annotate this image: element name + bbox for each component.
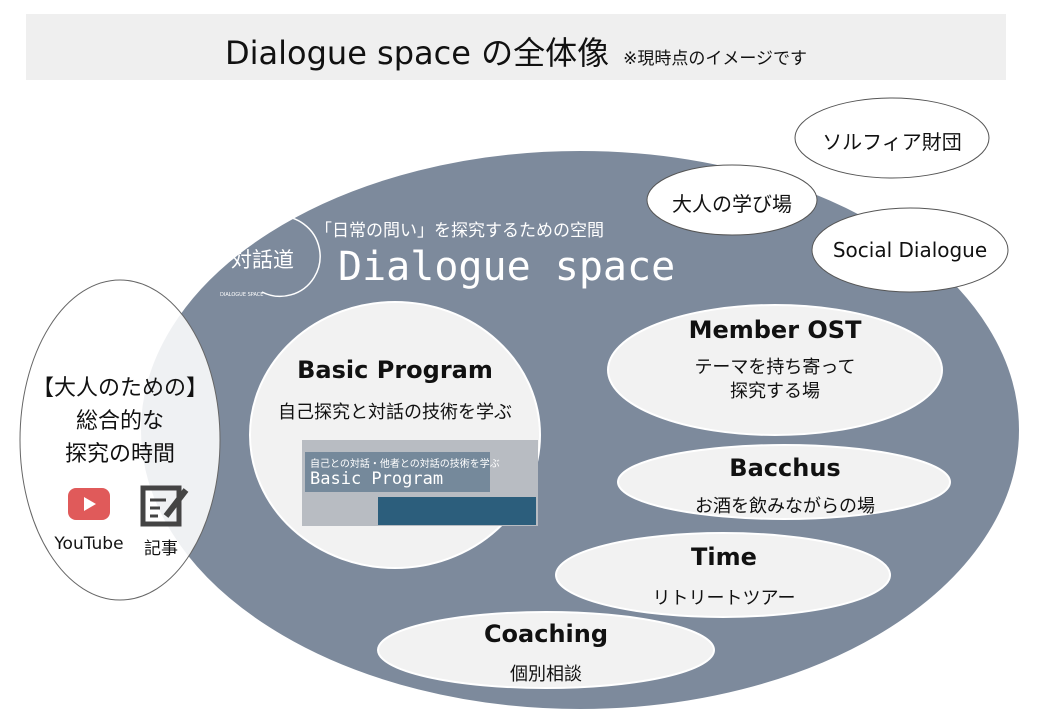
basic-program-title: Basic Program: [297, 356, 493, 384]
coaching-desc: 個別相談: [510, 664, 582, 685]
bacchus-desc: お酒を飲みながらの場: [695, 496, 875, 517]
member-ost-ellipse: [607, 304, 943, 436]
social-dialogue-ellipse: [811, 207, 1009, 293]
solfia-ellipse: [794, 97, 990, 179]
title-main: Dialogue space の全体像: [224, 34, 610, 72]
coaching-ellipse: [377, 611, 715, 689]
article-link[interactable]: 記事: [144, 539, 178, 559]
logo-ring: [249, 215, 321, 298]
outer-label-solfia: ソルフィア財団: [822, 130, 962, 154]
youtube-icon: [68, 488, 110, 520]
logo-ring-text: DIALOGUE SPACE: [220, 292, 264, 298]
member-ost-title: Member OST: [688, 316, 862, 344]
coaching-title: Coaching: [483, 620, 609, 648]
desc-line: テーマを持ち寄って: [694, 357, 856, 378]
desc-line: 探究する場: [730, 381, 820, 402]
bacchus-ellipse: [617, 444, 951, 520]
basic-program-subtitle: 自己探究と対話の技術を学ぶ: [278, 402, 512, 423]
logo-kanji: 対話道: [231, 248, 294, 272]
banner-image: [302, 440, 538, 526]
basic-program-circle: [249, 301, 541, 569]
logo-tagline: 「日常の問い」を探究するための空間: [315, 221, 604, 241]
left-line: 総合的な: [75, 409, 164, 434]
left-line: 探究の時間: [64, 442, 175, 467]
time-desc: リトリートツアー: [652, 588, 796, 609]
left-ellipse: [19, 279, 221, 601]
time-ellipse: [555, 532, 891, 618]
page-title: Dialogue space の全体像 ※現時点のイメージです: [26, 28, 1006, 74]
otona-ellipse: [646, 164, 818, 236]
bacchus-title: Bacchus: [729, 454, 841, 482]
time-title: Time: [691, 543, 757, 571]
outer-label-otona: 大人の学び場: [672, 192, 792, 216]
left-description: 【大人のための】 総合的な 探究の時間: [20, 372, 220, 471]
logo-name: Dialogue space: [338, 244, 676, 290]
banner-subtitle: 自己との対話・他者との対話の技術を学ぶ: [310, 459, 500, 470]
banner-title: Basic Program: [310, 469, 444, 489]
title-bar: Dialogue space の全体像 ※現時点のイメージです: [26, 14, 1006, 80]
outer-label-social-dialogue: Social Dialogue: [832, 238, 988, 262]
left-line: 【大人のための】: [31, 376, 208, 401]
member-ost-desc: テーマを持ち寄って 探究する場: [608, 356, 942, 404]
article-edit-icon: [140, 485, 189, 527]
youtube-link[interactable]: YouTube: [54, 534, 124, 554]
title-note: ※現時点のイメージです: [623, 49, 808, 69]
